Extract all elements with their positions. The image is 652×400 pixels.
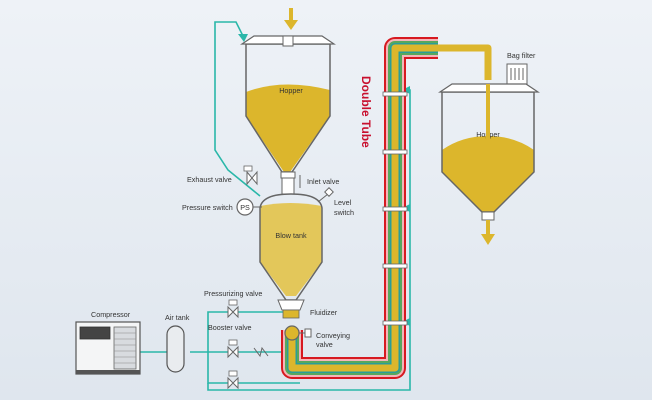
pressurizing-valve[interactable] [227,299,239,319]
conveying-valve-actuator [304,328,312,338]
pressure-switch-icon [236,198,254,216]
air-tank-label: Air tank [165,313,190,322]
inlet-valve-body [280,171,296,179]
exhaust-valve-icon [246,170,258,186]
discharge-arrow-icon [481,220,495,245]
bag-filter-label: Bag filter [507,51,536,60]
tube-flange [382,206,408,212]
level-switch-icon [324,187,334,197]
fluidizer-label: Fluidizer [310,308,338,317]
right-hopper-material [442,136,534,212]
air-tank [166,325,185,373]
conveying-valve-label-2: valve [316,340,333,349]
fluidizer-plate [282,309,300,319]
arrow-icon [238,34,248,42]
level-switch-label-1: Level [334,198,352,207]
exhaust-valve[interactable] [243,165,258,186]
tube-flanges [382,91,408,326]
pressurizing-valve-label: Pressurizing valve [204,289,262,298]
blow-tank-vessel [259,193,323,301]
feed-arrow-icon [284,8,298,30]
level-switch-label-2: switch [334,208,354,217]
conveying-valve[interactable] [284,325,312,341]
fluidizer-body [277,299,305,311]
tube-flange [382,263,408,269]
air-tank-body [166,325,185,373]
double-tube [281,37,492,379]
right-hopper-outlet [481,211,495,221]
compressor-label: Compressor [91,310,131,319]
conveying-valve-body [284,325,300,341]
exhaust-valve-label: Exhaust valve [187,175,232,184]
compressor-vent [113,326,137,370]
inlet-valve-label: Inlet valve [307,177,339,186]
compressor-panel [79,326,111,340]
bag-filter [506,63,528,85]
check-valve-icon [253,346,269,358]
left-hopper-material [246,84,330,172]
double-tube-label: Double Tube [359,76,373,148]
bag-filter-body [506,63,528,85]
pressure-switch: PS [236,198,262,216]
booster-valve-label: Booster valve [208,323,252,332]
air-line-pressurizing [207,311,290,352]
pressure-switch-symbol: PS [240,203,250,212]
conveying-valve-label-1: Conveying [316,331,350,340]
bottom-air-valve[interactable] [227,370,239,390]
left-hopper-label: Hopper [279,86,303,95]
compressor [75,321,141,375]
exhaust-valve-actuator [243,165,253,172]
pressure-switch-label: Pressure switch [182,203,233,212]
blow-tank: Blow tank [259,193,323,301]
blow-tank-material [260,203,322,296]
left-hopper-inlet [282,35,294,47]
right-hopper-stream [486,84,490,150]
tube-flange [382,91,408,97]
tube-flange [382,149,408,155]
blow-tank-label: Blow tank [275,231,307,240]
inlet-valve-neck [281,177,295,195]
tube-flange [382,320,408,326]
left-hopper: Hopper [240,35,336,173]
fluidizer [277,299,305,319]
booster-valve[interactable] [227,339,239,359]
air-line-exhaust [214,21,261,197]
inlet-valve[interactable] [280,171,301,195]
level-switch [317,187,334,203]
